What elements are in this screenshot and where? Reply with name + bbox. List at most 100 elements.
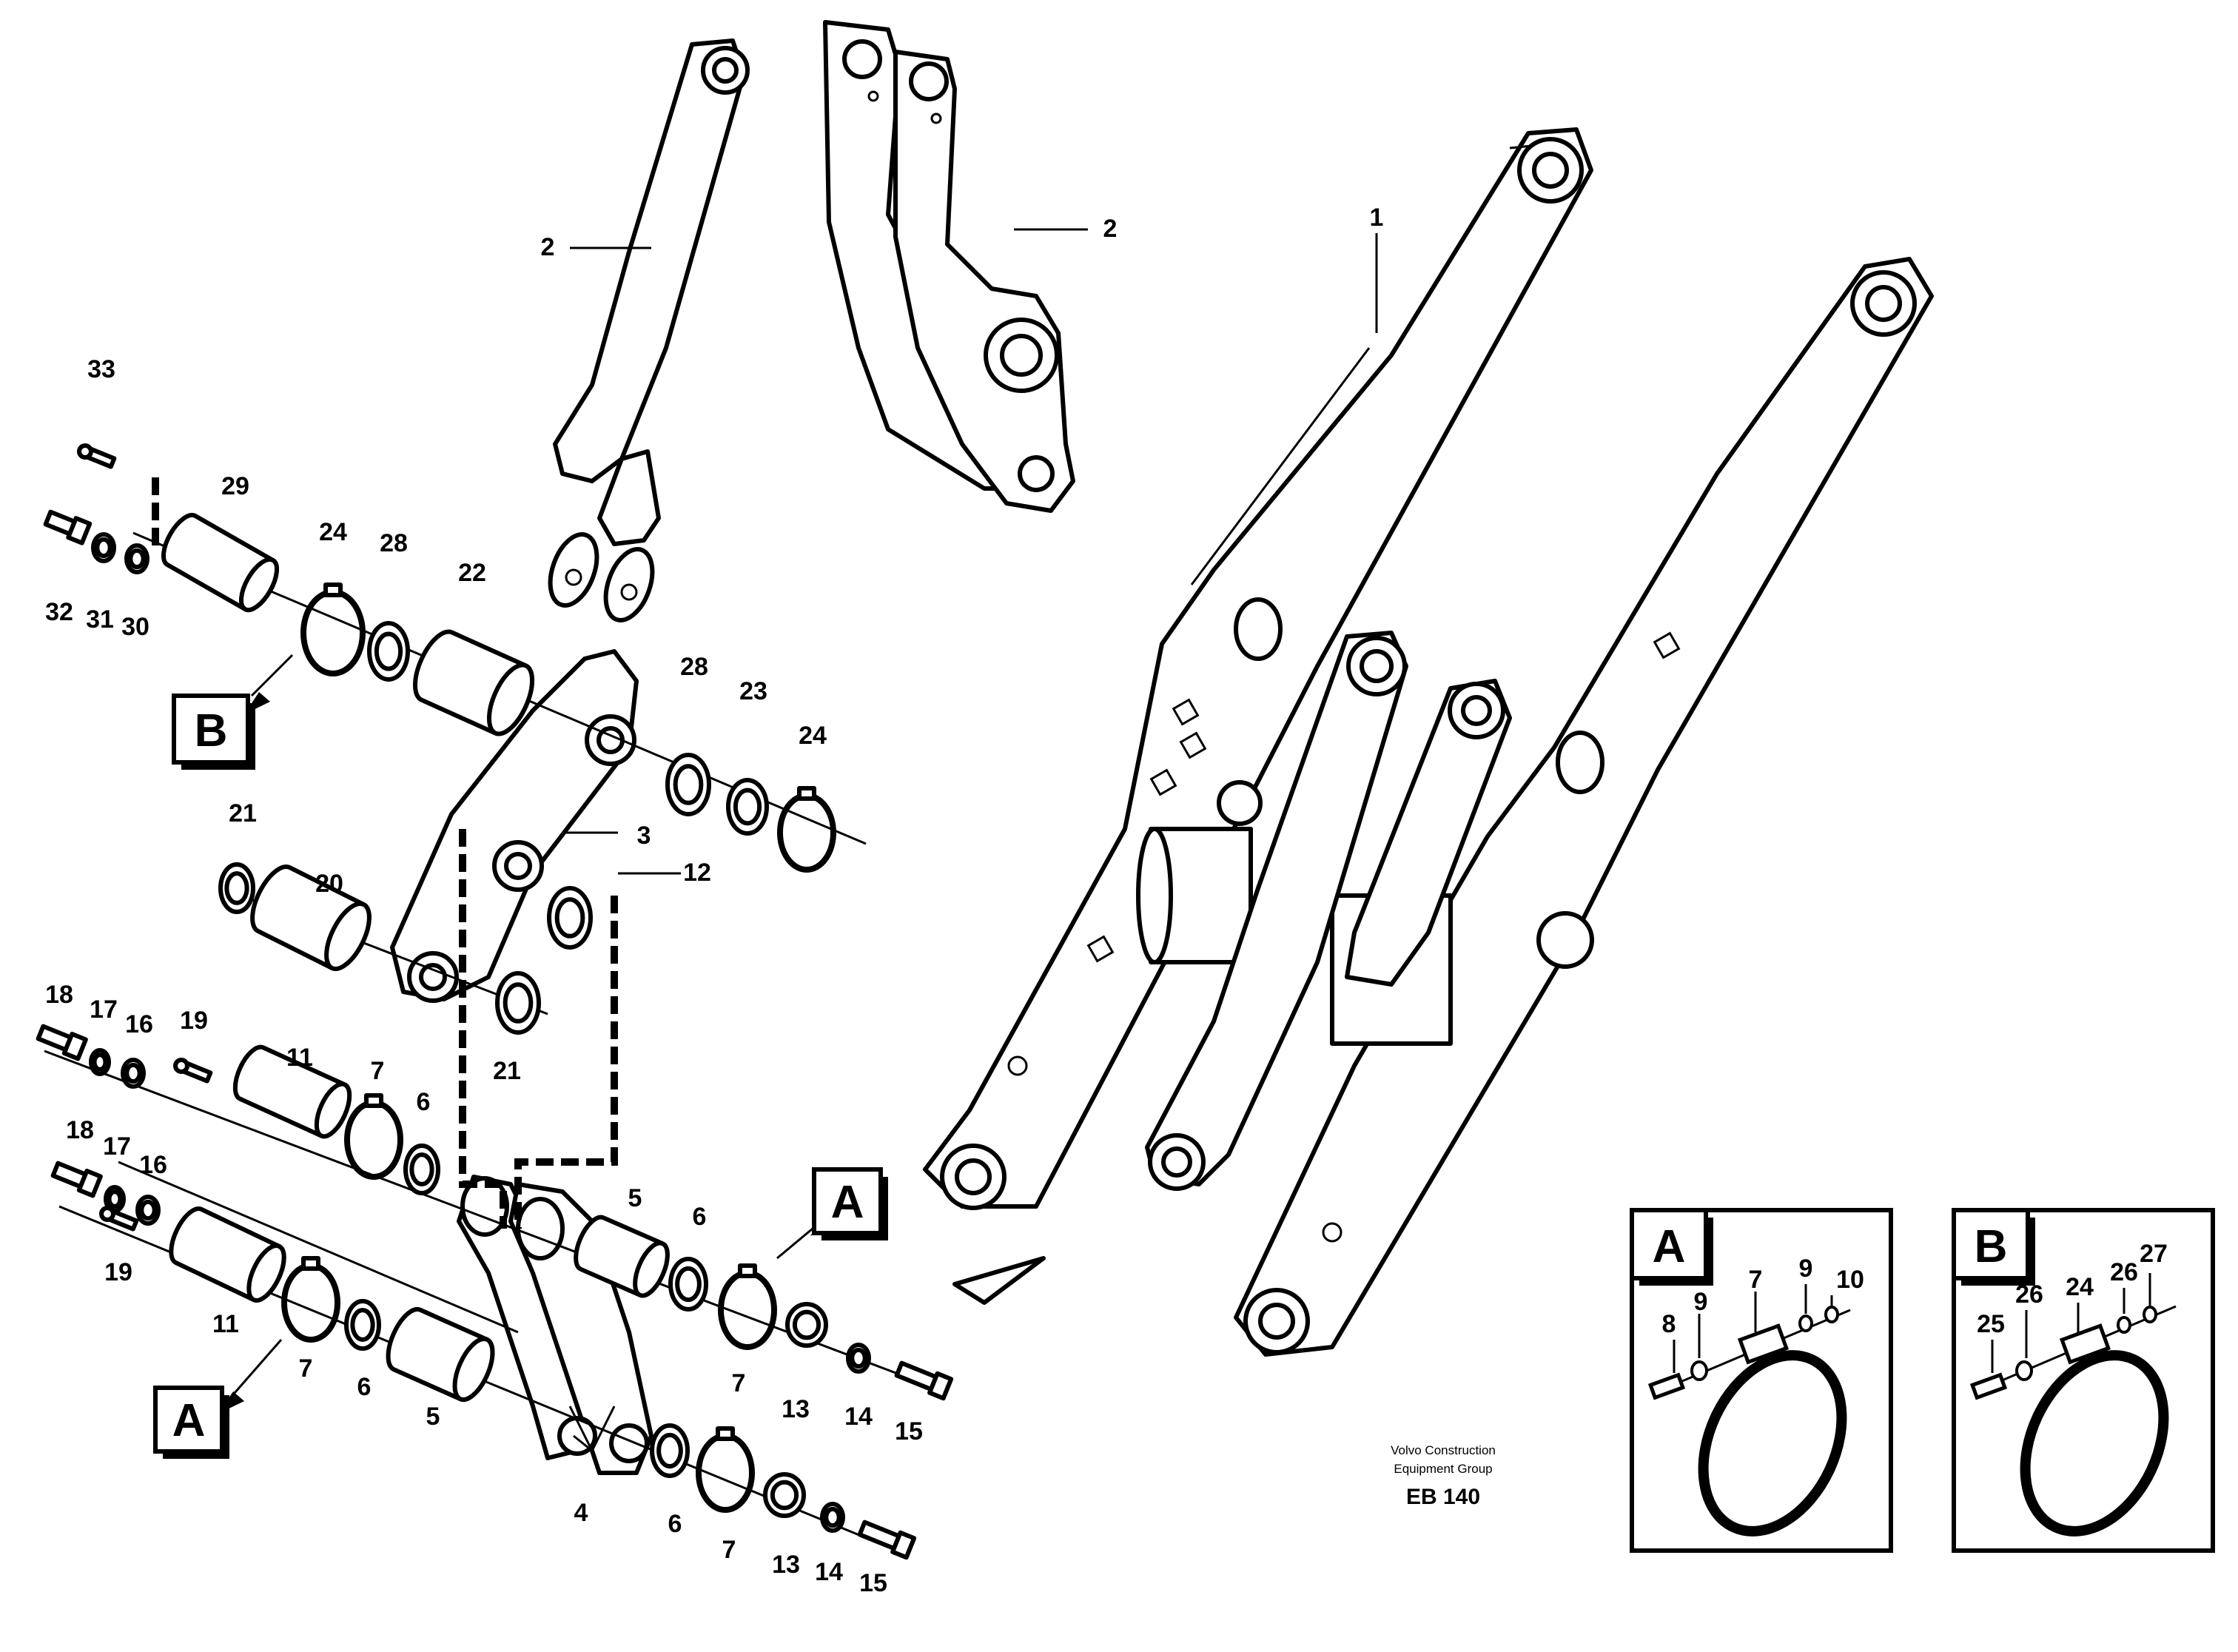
callout-c11a: 11: [286, 1044, 313, 1072]
spacer-6-right-upper-inner: [675, 1266, 702, 1303]
credit-line-2: Equipment Group: [1394, 1462, 1492, 1476]
circlip-7-upper-lug: [364, 1093, 383, 1108]
callout-c4: 4: [574, 1499, 588, 1527]
right-arm-hole: [1556, 731, 1604, 794]
callout-c2b: 2: [1103, 215, 1118, 243]
inset-b-label-26b: 26: [2110, 1258, 2138, 1286]
tilt-lever-bottom-bore: [1018, 455, 1055, 492]
tilt-lever-right: [1345, 679, 1512, 987]
washer-16-lower-inner: [139, 1199, 157, 1221]
bolt-15-lower: [857, 1520, 901, 1551]
inset-b-label-26a: 26: [2015, 1280, 2043, 1309]
frame-mark: [1086, 935, 1115, 963]
lift-arm-frame: [923, 127, 1934, 1357]
callout-c7d: 7: [722, 1536, 736, 1564]
leader-lines: [562, 228, 1378, 1454]
inset-a-label-8: 8: [1662, 1310, 1676, 1338]
callout-c17b: 17: [103, 1132, 131, 1161]
callout-c6d: 6: [668, 1510, 682, 1538]
callout-c13b: 13: [772, 1551, 800, 1579]
left-arm-bottom-bore: [955, 1158, 992, 1195]
callout-c6a: 6: [417, 1088, 431, 1116]
inset-b: B 25 26 24 26 27: [1952, 1208, 2215, 1553]
grease-line-right: [514, 896, 618, 1229]
circlip-24-upper-lug: [323, 582, 343, 597]
inset-a-title: A: [1653, 1221, 1686, 1272]
spacer-6-upper-inner: [409, 1152, 434, 1186]
diagram-code: EB 140: [1406, 1485, 1480, 1509]
callout-c1: 1: [1370, 204, 1384, 232]
clevis-hole: [620, 583, 638, 601]
washer-16-upper-inner: [124, 1062, 142, 1084]
bolt-15-upper: [894, 1360, 938, 1392]
section-marker-a-lower: A: [153, 1339, 283, 1459]
callout-c5b: 5: [426, 1403, 440, 1431]
callout-c29: 29: [221, 472, 249, 500]
inset-b-label-24: 24: [2066, 1273, 2094, 1301]
callout-labels: 1223455666677771111121313141415151616171…: [45, 204, 1383, 1597]
spacer-12-inner: [554, 897, 585, 939]
inset-a-label-9b: 9: [1799, 1255, 1813, 1283]
washer-30-inner: [128, 548, 146, 570]
callout-c7b: 7: [299, 1354, 313, 1383]
frame-pin-boss: [1217, 780, 1263, 826]
tilt-lever-right-bore: [1461, 695, 1492, 726]
grease-nipple-33-tip: [77, 443, 93, 460]
spacer-21-upper-inner: [224, 871, 249, 905]
frame-mark: [1179, 731, 1207, 759]
circlip-24-lower: [777, 793, 836, 873]
link-rod: [548, 38, 750, 622]
front-plate-top-bore: [909, 61, 949, 101]
link-rod-fork: [597, 449, 661, 546]
grease-line-left: [459, 829, 507, 1229]
circlip-24-upper: [300, 589, 366, 676]
pin-29: [161, 512, 279, 613]
callout-c7c: 7: [732, 1369, 746, 1397]
washer-31-inner: [95, 537, 112, 559]
callout-c21a: 21: [229, 799, 257, 827]
credit-line-1: Volvo Construction: [1391, 1443, 1496, 1457]
left-arm-top-bore: [1532, 152, 1569, 189]
callout-c24a: 24: [319, 518, 347, 546]
inset-b-title: B: [1975, 1221, 2008, 1272]
circlip-24-lower-lug: [797, 786, 816, 801]
callout-c28b: 28: [680, 653, 708, 681]
callout-c7a: 7: [371, 1057, 385, 1085]
callout-c21b: 21: [493, 1057, 521, 1085]
tilt-lever-top-bore: [1360, 649, 1394, 683]
grease-point: [867, 90, 879, 102]
inset-b-label-25: 25: [1977, 1310, 2005, 1338]
bolt-32-head: [66, 516, 93, 545]
callout-c23: 23: [739, 677, 767, 705]
section-marker-b-label: B: [195, 705, 228, 756]
callout-c33: 33: [87, 355, 115, 383]
bushing-5-lower: [386, 1307, 495, 1403]
spacer-28-upper-inner: [374, 631, 403, 671]
left-arm-hole: [1234, 597, 1283, 661]
link-pair: [457, 1175, 653, 1475]
callout-c32: 32: [45, 598, 73, 626]
link-bottom-bore: [609, 1423, 649, 1463]
spacer-21-lower-inner: [503, 982, 534, 1024]
callout-c18b: 18: [66, 1116, 94, 1144]
frame-mark: [1172, 698, 1200, 726]
bolt-18-upper-head: [61, 1032, 88, 1061]
back-plate-top-bore: [842, 39, 882, 79]
link-rod-body: [553, 38, 746, 483]
circlip-7-right-upper-lug: [738, 1263, 757, 1278]
callout-c6c: 6: [357, 1373, 372, 1401]
callout-c20: 20: [315, 870, 343, 898]
callout-c2a: 2: [541, 233, 555, 261]
callout-c19a: 19: [180, 1007, 208, 1035]
callout-c24b: 24: [799, 722, 827, 750]
bolt-18-lower-head: [76, 1169, 103, 1198]
frame-mark: [1653, 631, 1681, 659]
callout-c5a: 5: [628, 1184, 642, 1212]
callout-c30: 30: [121, 613, 149, 641]
callout-c15b: 15: [859, 1569, 887, 1597]
frame-hole-small: [1322, 1222, 1343, 1243]
tilt-lever-front-plate: [893, 50, 1075, 513]
washer-13-upper-inner: [792, 1309, 821, 1340]
tilt-lever-hub-bore: [1000, 334, 1043, 377]
callout-c16a: 16: [125, 1010, 153, 1038]
